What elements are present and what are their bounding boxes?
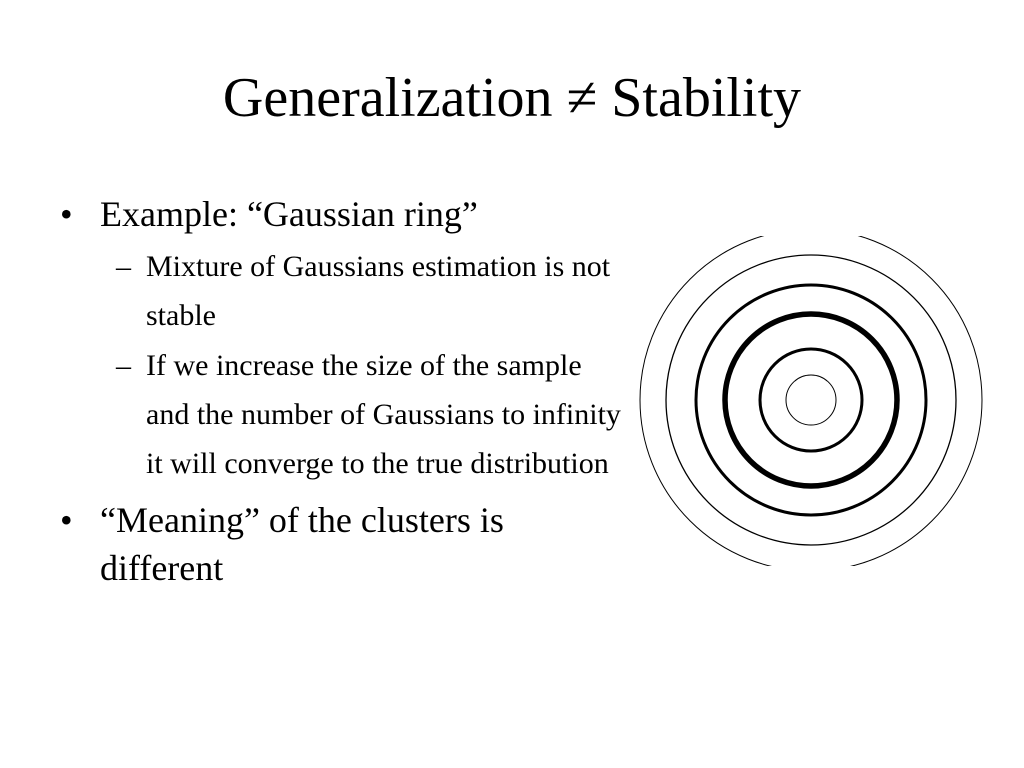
bullet-list: • Example: “Gaussian ring” – Mixture of … [60, 190, 630, 592]
sub-bullet-marker: – [116, 250, 131, 283]
ring-center [785, 374, 837, 426]
sub-bullet-text: Mixture of Gaussians estimation is not s… [146, 250, 611, 332]
slide-title: Generalization ≠ Stability [222, 67, 802, 129]
bullet-text: “Meaning” of the clusters is different [100, 500, 504, 588]
bullet-marker: • [60, 194, 73, 234]
ring-thick [722, 311, 900, 489]
bullet-item: • “Meaning” of the clusters is different [60, 496, 630, 592]
bullet-text: Example: “Gaussian ring” [100, 194, 478, 234]
sub-bullet-marker: – [116, 349, 131, 382]
gaussian-ring-diagram [639, 236, 983, 566]
ring-inner [758, 347, 864, 453]
ring-outer [639, 236, 983, 566]
ring-third [694, 283, 928, 517]
sub-bullet-item: – If we increase the size of the sample … [100, 341, 630, 488]
sub-bullet-list: – Mixture of Gaussians estimation is not… [100, 242, 630, 488]
bullet-item: • Example: “Gaussian ring” – Mixture of … [60, 190, 630, 488]
ring-second [665, 254, 957, 546]
sub-bullet-item: – Mixture of Gaussians estimation is not… [100, 242, 630, 340]
sub-bullet-text: If we increase the size of the sample an… [146, 349, 621, 480]
bullet-marker: • [60, 500, 73, 540]
